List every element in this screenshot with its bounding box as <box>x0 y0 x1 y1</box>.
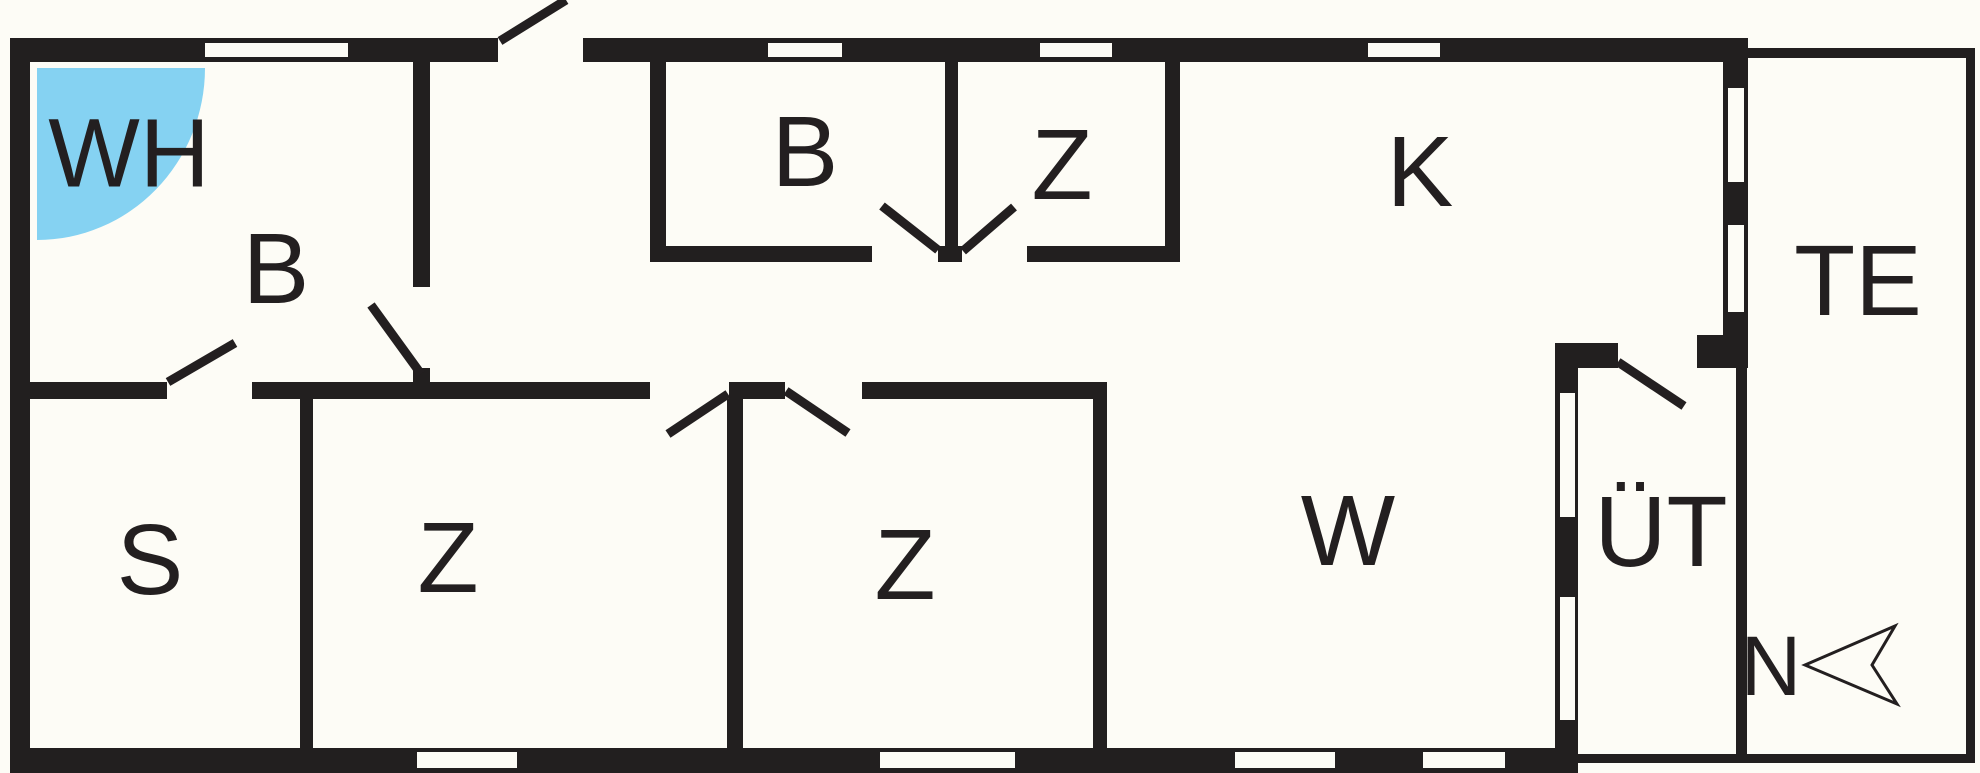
wall-right-door-jut <box>1697 335 1748 368</box>
room-label-terrace-te: TE <box>1794 225 1922 337</box>
wall-z2-w-divider <box>1093 399 1107 748</box>
wall-bmid-bottom-center <box>938 246 962 262</box>
wall-mid-wall-d <box>862 382 1107 399</box>
room-label-bathroom-middle: B <box>771 96 839 208</box>
window-win-ut-wall-2 <box>1560 597 1575 720</box>
wall-outer-left <box>10 38 30 773</box>
window-win-right-2 <box>1728 225 1744 312</box>
wall-mid-wall-b <box>252 382 650 399</box>
wall-te-top-thin <box>1748 48 1975 58</box>
door-swing-leaf-entry <box>497 0 569 45</box>
wall-bmid-bottom-right <box>1027 246 1180 262</box>
room-label-kitchen: K <box>1386 116 1454 228</box>
room-label-north-letter: N <box>1740 619 1802 713</box>
door-swing-leaf-z2 <box>783 387 851 437</box>
room-label-bathroom-left: B <box>242 213 310 325</box>
window-win-top-2 <box>768 43 842 57</box>
wall-vestibule-left <box>413 62 430 287</box>
room-label-room-s: S <box>116 504 184 616</box>
window-win-top-3 <box>1040 43 1112 57</box>
door-swing-leaf-bath-mid <box>879 202 941 254</box>
wall-vestibule-right <box>650 62 666 260</box>
room-label-living-w: W <box>1300 475 1396 587</box>
wall-te-right-thin <box>1966 48 1975 763</box>
room-label-room-z1: Z <box>417 502 479 614</box>
room-label-room-z2: Z <box>874 509 936 621</box>
wall-bmid-bottom-left <box>650 246 872 262</box>
window-win-bottom-1 <box>417 752 517 768</box>
room-label-wh-shower: WH <box>48 98 210 208</box>
wall-z1-z2-divider <box>727 399 743 748</box>
window-win-ut-wall-1 <box>1560 393 1575 517</box>
wall-mid-wall-a <box>22 382 167 399</box>
window-win-bottom-3 <box>1235 752 1335 768</box>
wall-ut-topleft-block <box>1555 343 1618 368</box>
door-gap-gap-entry <box>498 38 583 62</box>
window-win-bottom-4 <box>1423 752 1505 768</box>
window-win-top-4 <box>1368 43 1440 57</box>
door-swing-leaf-bath-left <box>367 302 425 377</box>
window-win-top-1 <box>205 43 348 57</box>
wall-s-z1-divider <box>300 399 313 748</box>
door-swing-leaf-z1 <box>665 390 731 438</box>
door-gap-gap-z2-door <box>785 382 862 399</box>
wall-mid-wall-c <box>729 382 785 399</box>
door-swing-leaf-z-top <box>960 203 1017 255</box>
wall-te-bottom-thin <box>1578 754 1975 763</box>
door-swing-leaf-s <box>165 339 238 386</box>
room-label-room-z-top: Z <box>1031 109 1093 221</box>
window-win-bottom-2 <box>880 752 1015 768</box>
wall-ztop-right-wall <box>1165 62 1180 262</box>
room-label-terrace-ut: ÜT <box>1594 476 1728 588</box>
wall-bmid-ztop-divider <box>945 62 958 246</box>
door-swing-leaf-ut <box>1615 358 1687 410</box>
door-gap-gap-z1-door <box>650 382 729 399</box>
window-win-right-1 <box>1728 88 1744 182</box>
wall-ut-te-divider <box>1736 368 1747 763</box>
north-arrow-icon <box>1801 622 1901 708</box>
door-gap-gap-s-door <box>167 382 252 399</box>
